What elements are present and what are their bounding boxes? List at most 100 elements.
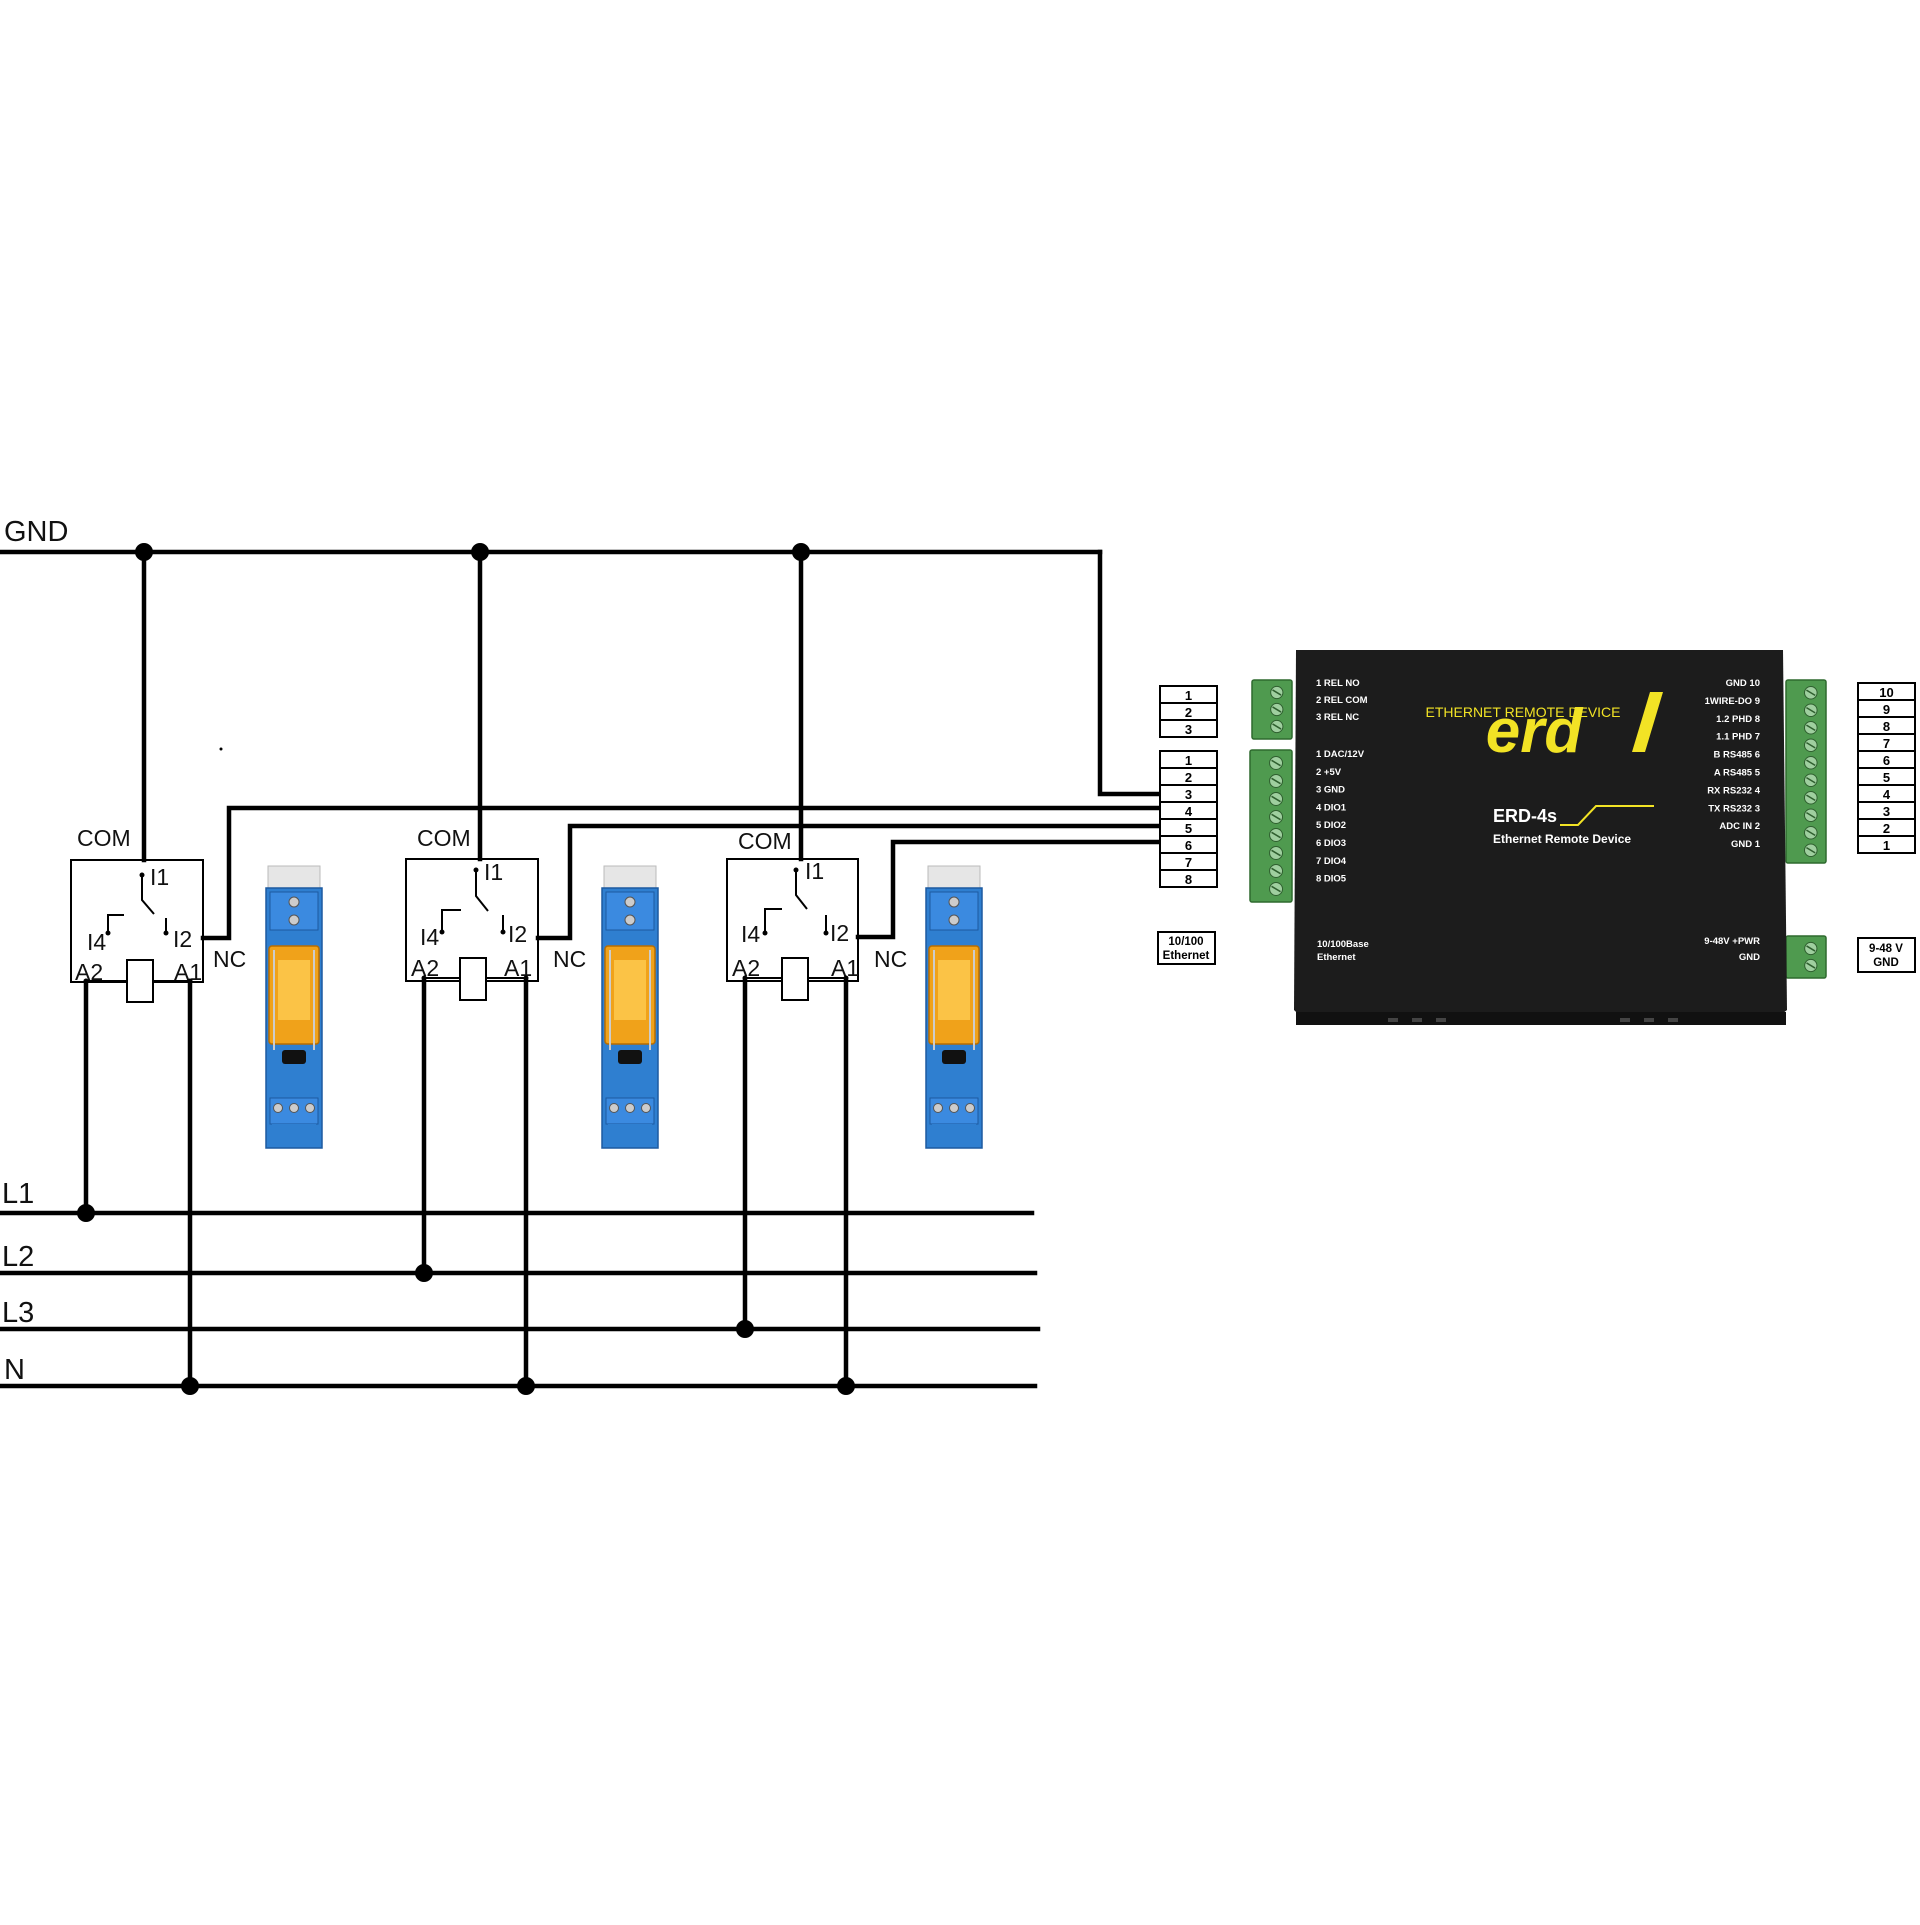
- i2-label: I2: [173, 926, 192, 952]
- switch-arm: [141, 875, 155, 915]
- pin-cell: [1159, 719, 1218, 738]
- pin-number: 5: [1185, 821, 1192, 836]
- ethernet-port-label: 10/100Base: [1317, 939, 1369, 950]
- power-label-line1: 9-48 V: [1869, 943, 1903, 955]
- i2-label: I2: [508, 921, 527, 947]
- relay-screw: [641, 1103, 651, 1113]
- contact-dot: [500, 929, 506, 935]
- pin-number: 9: [1883, 702, 1890, 717]
- junction-dot: [181, 1377, 199, 1395]
- n-label: N: [4, 1354, 25, 1386]
- i4-label: I4: [87, 929, 106, 955]
- relay-amber-highlight: [614, 960, 646, 1020]
- relay-module-image: [925, 865, 983, 1149]
- relay-top-cap: [927, 865, 981, 889]
- device-rel-label: 2 REL COM: [1316, 695, 1368, 706]
- pin-number: 8: [1883, 719, 1890, 734]
- i1-label: I1: [484, 859, 503, 885]
- pin-number: 4: [1185, 804, 1193, 819]
- coil: [459, 957, 487, 1001]
- terminal-housing: [1249, 749, 1293, 903]
- terminal-block-rel: [1251, 679, 1293, 740]
- model-accent-line: [1560, 805, 1654, 826]
- pin-number: 1: [1185, 688, 1192, 703]
- terminal-screw-slot: [1271, 813, 1281, 821]
- device-right-label: GND 1: [1731, 839, 1761, 850]
- relay-screw: [624, 914, 636, 926]
- pin-number: 8: [1185, 872, 1192, 887]
- stray-dot: [219, 747, 223, 751]
- pin-number: 7: [1883, 736, 1890, 751]
- relay-screw: [289, 1103, 299, 1113]
- relay-foot: [608, 1124, 652, 1146]
- terminal-housing: [1785, 935, 1827, 979]
- junction-dots: [77, 543, 855, 1395]
- model-subtitle: Ethernet Remote Device: [1493, 832, 1631, 846]
- pin-number: 10: [1879, 685, 1893, 700]
- relay-retaining-clip: [609, 950, 651, 1050]
- terminal-screw-slot: [1806, 811, 1816, 819]
- relay-amber-highlight: [938, 960, 970, 1020]
- nc-label: NC: [213, 946, 246, 972]
- pin-number: 2: [1883, 821, 1890, 836]
- terminal-screw-slot: [1271, 777, 1281, 785]
- terminal-screw-slot: [1271, 867, 1281, 875]
- switch-arm: [795, 870, 808, 910]
- gnd-label: GND: [4, 516, 68, 548]
- pin-number: 7: [1185, 855, 1192, 870]
- relay-led: [282, 1050, 306, 1064]
- junction-dot: [792, 543, 810, 561]
- relay-led: [618, 1050, 642, 1064]
- nc-label: NC: [874, 946, 907, 972]
- i4-label: I4: [420, 924, 439, 950]
- nc-label: NC: [553, 946, 586, 972]
- relay-screw: [305, 1103, 315, 1113]
- power-label-box: [1857, 937, 1916, 973]
- terminal-screw-slot: [1806, 706, 1816, 714]
- i1-label: I1: [150, 864, 169, 890]
- terminal-screw-slot: [1272, 706, 1282, 713]
- device-io-label: 7 DIO4: [1316, 856, 1347, 867]
- terminal-screw-slot: [1271, 849, 1281, 857]
- junction-dot: [77, 1204, 95, 1222]
- junction-dot: [471, 543, 489, 561]
- relay-screw: [965, 1103, 975, 1113]
- device-io-label: 1 DAC/12V: [1316, 749, 1365, 760]
- com-label: COM: [417, 825, 471, 851]
- l2-label: L2: [2, 1241, 34, 1273]
- device-rel-label: 1 REL NO: [1316, 678, 1360, 689]
- logo-slash: [1632, 692, 1663, 752]
- relay-screw: [948, 914, 960, 926]
- device-right-label: ADC IN 2: [1719, 821, 1760, 832]
- pin-number: 6: [1185, 838, 1192, 853]
- ethernet-label-line1: 10/100: [1168, 936, 1203, 948]
- nc-wire: [200, 805, 1163, 941]
- terminal-screw-slot: [1271, 885, 1281, 893]
- terminal-screw-slot: [1806, 846, 1816, 854]
- terminal-screw-slot: [1806, 776, 1816, 784]
- pin-cell: [1159, 869, 1218, 888]
- relay-screw: [273, 1103, 283, 1113]
- relay-photos: [265, 865, 983, 1149]
- pin-number: 2: [1185, 705, 1192, 720]
- relay-screw: [609, 1103, 619, 1113]
- relay-screw: [949, 1103, 959, 1113]
- ethernet-label-line2: Ethernet: [1163, 950, 1210, 962]
- contact-dot: [762, 930, 768, 936]
- relay-module-image: [601, 865, 659, 1149]
- junction-dot: [135, 543, 153, 561]
- terminal-screw-slot: [1271, 831, 1281, 839]
- relay-module-image: [265, 865, 323, 1149]
- pin-number: 2: [1185, 770, 1192, 785]
- terminal-block-right: [1785, 679, 1827, 864]
- contact-i4-bracket: [441, 909, 461, 931]
- switch-arm: [475, 870, 489, 912]
- contact-dot: [439, 929, 445, 935]
- i4-label: I4: [741, 921, 760, 947]
- relay-screw: [288, 896, 300, 908]
- pin-number: 3: [1185, 722, 1192, 737]
- contact-dot: [163, 930, 169, 936]
- junction-dot: [736, 1320, 754, 1338]
- coil: [781, 957, 809, 1001]
- l1-label: L1: [2, 1178, 34, 1210]
